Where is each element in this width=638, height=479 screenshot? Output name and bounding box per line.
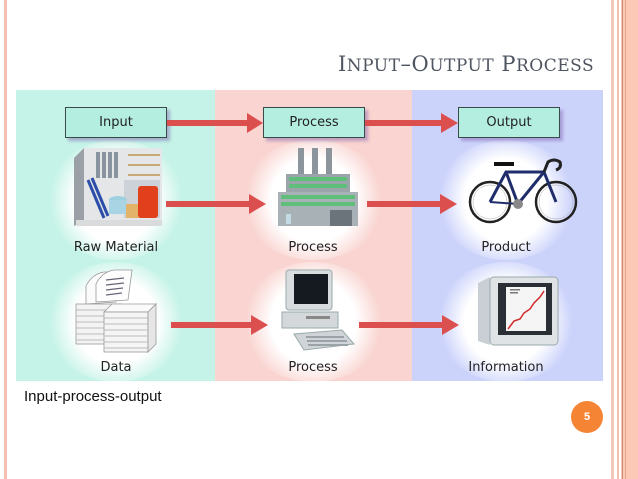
title-part: ROCESS <box>516 56 595 76</box>
raw-material-label: Raw Material <box>73 240 159 255</box>
arrow-process-to-product <box>367 194 457 214</box>
io-process-diagram: Input Process Output Raw Material Proces… <box>16 90 603 382</box>
border-band <box>621 0 638 479</box>
process-header-box: Process <box>263 107 365 138</box>
arrow-raw-material-to-process <box>166 194 266 214</box>
slide-title: INPUT–OUTPUT PROCESS <box>338 52 594 76</box>
arrow-process-to-information <box>359 315 459 335</box>
monitor-chart-icon <box>478 276 559 346</box>
computer-icon <box>281 269 355 351</box>
information-label: Information <box>468 360 544 375</box>
title-part: UTPUT <box>429 56 495 76</box>
border-line <box>625 0 626 479</box>
slide-caption: Input-process-output <box>24 388 162 405</box>
process-label-row1: Process <box>288 240 338 255</box>
arrow-data-to-process <box>171 315 268 335</box>
slide-left-border <box>4 0 7 479</box>
page-number-badge: 5 <box>571 401 603 433</box>
title-part: NPUT <box>346 56 401 76</box>
border-line <box>622 0 623 479</box>
title-part: I <box>338 52 347 76</box>
border-line <box>611 0 614 479</box>
title-part: P <box>494 52 516 76</box>
output-header-box: Output <box>458 107 560 138</box>
factory-icon <box>278 148 358 226</box>
bicycle-icon <box>468 158 578 224</box>
arrow-process-to-output-header <box>365 113 458 133</box>
border-line <box>617 0 619 479</box>
product-label: Product <box>481 240 531 255</box>
data-label: Data <box>100 360 132 375</box>
warehouse-icon <box>74 148 162 226</box>
input-header-box: Input <box>65 107 167 138</box>
title-part: –O <box>400 52 430 76</box>
arrow-input-to-process-header <box>167 113 263 133</box>
process-label-row2: Process <box>288 360 338 375</box>
paper-stack-icon <box>75 269 157 353</box>
